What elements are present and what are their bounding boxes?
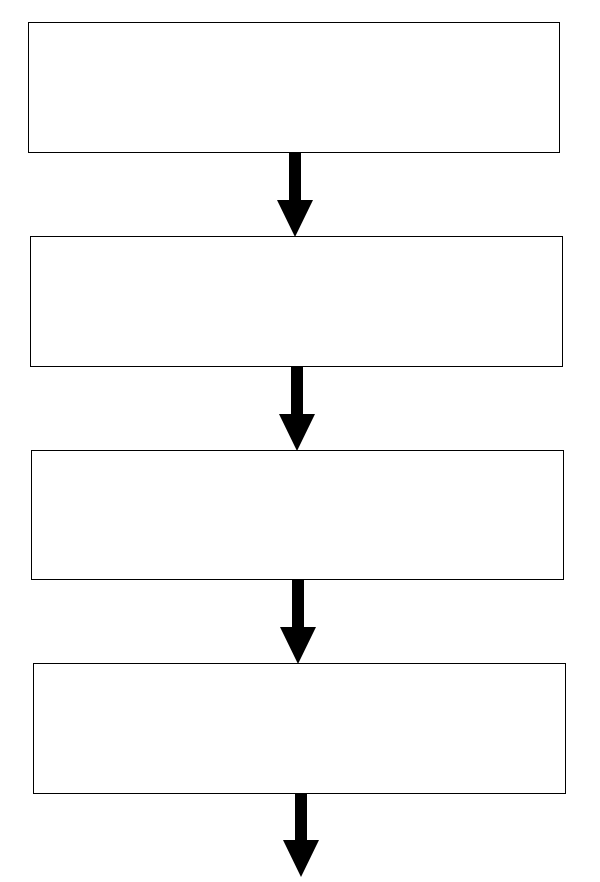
flow-arrow-1 [277,153,313,237]
flowchart-step-1 [28,22,560,153]
flow-arrow-3 [280,580,316,664]
flowchart-step-4 [33,663,566,794]
flow-arrow-2 [279,367,315,451]
flowchart-step-3 [31,450,564,580]
flowchart-step-2 [30,236,563,367]
flow-arrow-4 [283,794,319,877]
